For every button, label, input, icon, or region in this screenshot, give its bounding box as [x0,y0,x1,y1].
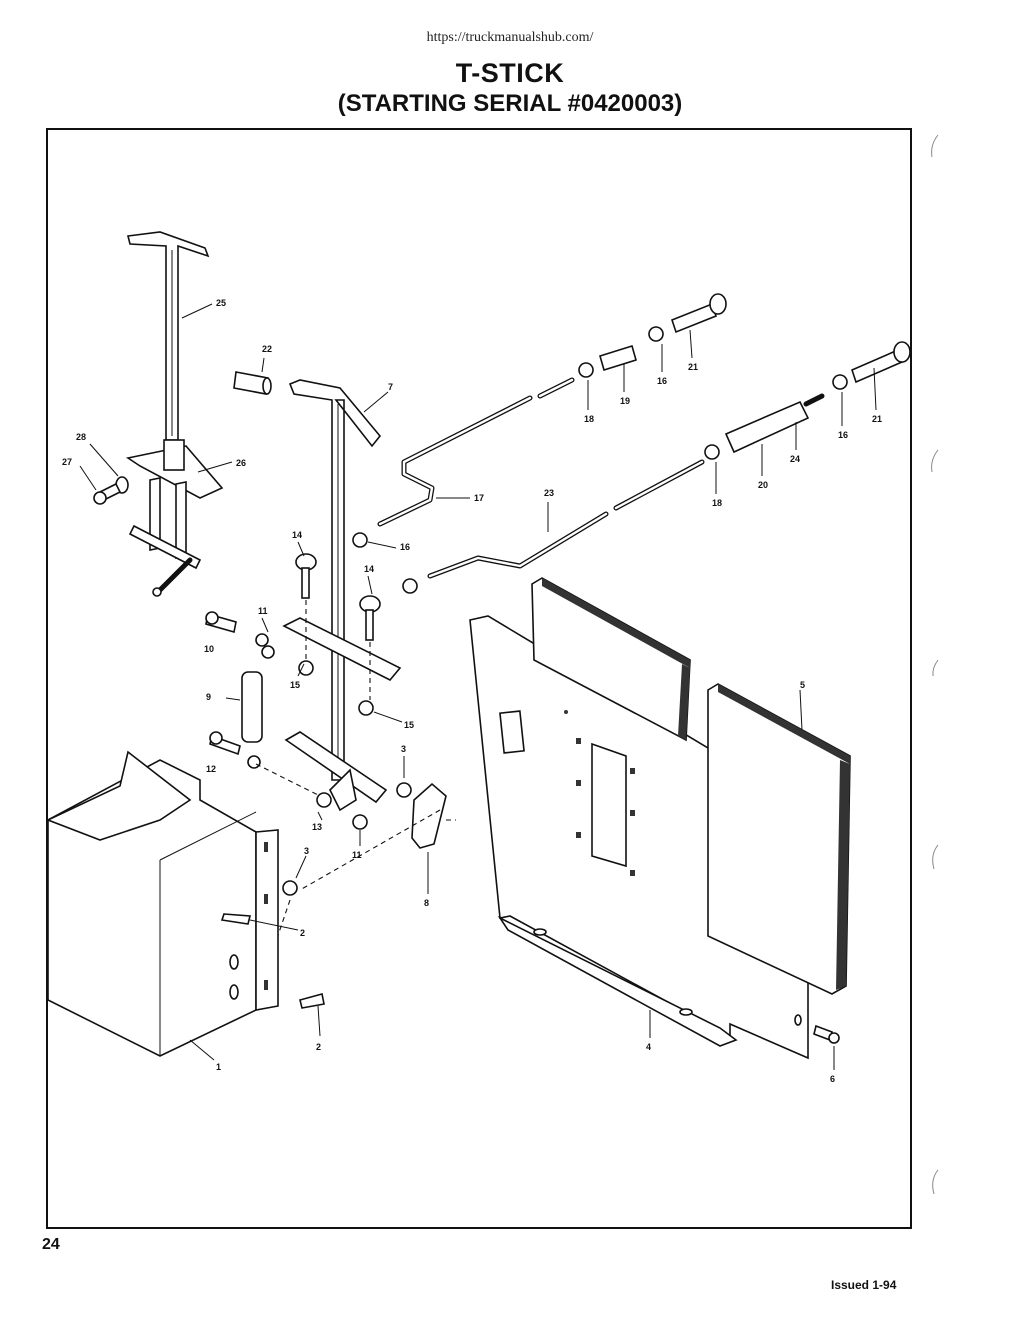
callout-11-lower: 11 [352,850,362,860]
callout-26: 26 [236,458,246,468]
callout-4: 4 [646,1042,651,1052]
callout-6: 6 [830,1074,835,1084]
callout-18-upper: 18 [584,414,594,424]
callout-14-right: 14 [364,564,374,574]
part-23-rod [427,459,705,579]
callout-3-lower: 3 [304,846,309,856]
callout-18-lower: 18 [712,498,722,508]
part-15-nut-left [298,660,314,676]
callout-27: 27 [62,457,72,467]
part-11-nut-lower [352,814,368,830]
callout-22: 22 [262,344,272,354]
leader-lines [79,303,877,1070]
callout-17: 17 [474,493,484,503]
part-13-nut [316,792,332,808]
part-18-nut-lower [704,444,720,460]
callout-5: 5 [800,680,805,690]
upper-linkage-parts [537,293,727,399]
part-18-nut-upper [578,362,594,378]
callout-10: 10 [204,644,214,654]
callout-15-right: 15 [404,720,414,730]
callout-labels: 25 22 7 28 27 26 17 16 14 14 23 18 19 16… [62,298,882,1084]
part-9-cylinder [205,611,321,797]
callout-28: 28 [76,432,86,442]
part-5-insulation-pad [707,683,851,995]
part-2-screw-lower [299,993,325,1009]
part-22-bushing [233,371,272,395]
callout-14-left: 14 [292,530,302,540]
lower-pivot-parts [255,731,456,1001]
part-7-t-stick [288,379,382,781]
callout-2-upper: 2 [300,928,305,938]
callout-1: 1 [216,1062,221,1072]
callout-21-lower: 21 [872,414,882,424]
part-2-screw-upper [220,913,252,925]
part-21-rod-end-upper [671,302,717,334]
page-title: T-STICK [455,58,565,88]
part-6-screw [813,1024,840,1044]
callout-16-mid: 16 [400,542,410,552]
callout-11-upper: 11 [258,606,268,616]
callout-13: 13 [312,822,322,832]
part-11-nut-upper [255,633,269,647]
part-16-nut-upper [648,326,664,342]
diagram-frame [46,128,912,1229]
callout-7: 7 [388,382,393,392]
callout-19: 19 [620,396,630,406]
callout-15-left: 15 [290,680,300,690]
callout-2-lower: 2 [316,1042,321,1052]
part-20-coupler [724,400,810,454]
part-17-rod [377,395,533,527]
issued-date: Issued 1-94 [831,1278,897,1292]
callout-12: 12 [206,764,216,774]
part-16-nut-mid [352,532,368,548]
source-url: https://truckmanualshub.com/ [426,30,594,45]
callout-9: 9 [206,692,211,702]
part-3-nut-lower [282,880,298,896]
page-number: 24 [42,1236,60,1253]
part-19-coupler [599,344,637,372]
part-3-nut-upper [396,782,412,798]
part-26-bracket [125,439,224,597]
insulation-pad-rear [531,577,691,742]
page-subtitle: (STARTING SERIAL #0420003) [337,90,683,117]
callout-21-upper: 21 [688,362,698,372]
lower-linkage-parts [704,341,911,460]
part-25-t-handle [127,231,210,441]
callout-16-right: 16 [838,430,848,440]
lever-plate [282,617,402,682]
callout-3-upper: 3 [401,744,406,754]
part-15-nut-right [358,700,374,716]
part-27-28-screw-washer [93,476,129,505]
callout-23: 23 [544,488,554,498]
callout-24: 24 [790,454,800,464]
lever-hardware [282,532,418,716]
part-16-nut-right [832,374,848,390]
part-4-panel [469,615,809,1060]
callout-25: 25 [216,298,226,308]
callout-8: 8 [424,898,429,908]
callout-20: 20 [758,480,768,490]
binder-hole-marks [931,134,939,1195]
callout-16-upper: 16 [657,376,667,386]
part-1-enclosure [45,750,325,1057]
